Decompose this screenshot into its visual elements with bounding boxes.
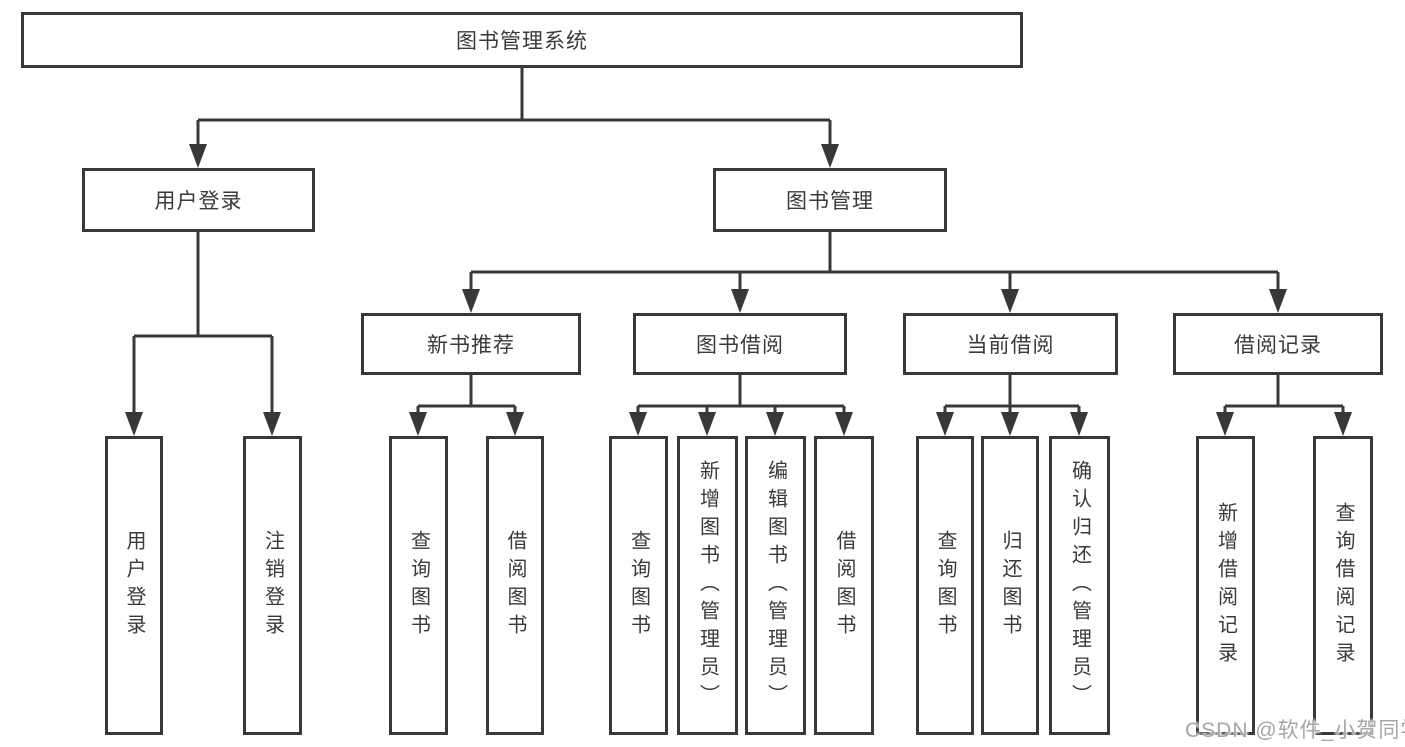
node-label: 查询图书 (407, 529, 430, 642)
node-book-management-system: 图书管理系统 (21, 12, 1023, 68)
node-label: 注销登录 (261, 529, 284, 642)
leaf-cb-query-books: 查询图书 (916, 436, 974, 735)
node-current-borrow: 当前借阅 (903, 313, 1118, 375)
csdn-watermark: CSDN @软件_小贺同学 (1185, 719, 1405, 742)
leaf-logout: 注销登录 (243, 436, 302, 735)
node-label: 借阅图书 (833, 529, 855, 642)
node-label: 用户登录 (123, 529, 145, 642)
leaf-bb-edit-books-admin: 编辑图书（管理员） (745, 436, 806, 735)
leaf-cb-return-books: 归还图书 (981, 436, 1039, 735)
node-label: 新增借阅记录 (1214, 501, 1237, 670)
leaf-cb-confirm-return-admin: 确认归还（管理员） (1049, 436, 1110, 735)
leaf-nbr-borrow-books: 借阅图书 (486, 436, 544, 735)
node-label: 新增图书（管理员） (696, 459, 719, 712)
leaf-bb-query-books: 查询图书 (609, 436, 668, 735)
node-label: 图书管理 (786, 190, 874, 213)
node-label: 确认归还（管理员） (1068, 459, 1091, 712)
node-label: 图书管理系统 (456, 30, 588, 53)
node-label: 新书推荐 (427, 334, 515, 357)
node-label: 图书借阅 (696, 334, 784, 357)
node-user-login: 用户登录 (82, 168, 315, 232)
node-label: 借阅记录 (1234, 334, 1322, 357)
node-label: 用户登录 (154, 190, 243, 213)
node-label: 查询借阅记录 (1332, 501, 1354, 670)
node-label: 查询图书 (934, 529, 956, 642)
node-new-book-recommend: 新书推荐 (361, 313, 581, 375)
node-borrow-records: 借阅记录 (1173, 313, 1383, 375)
leaf-nbr-query-books: 查询图书 (389, 436, 448, 735)
leaf-br-query-record: 查询借阅记录 (1313, 436, 1373, 735)
leaf-br-add-record: 新增借阅记录 (1196, 436, 1255, 735)
leaf-bb-borrow-books: 借阅图书 (814, 436, 874, 735)
node-label: 当前借阅 (966, 334, 1055, 357)
node-book-borrow: 图书借阅 (633, 313, 847, 375)
node-label: 借阅图书 (504, 529, 526, 642)
node-label: 编辑图书（管理员） (764, 459, 787, 712)
leaf-bb-add-books-admin: 新增图书（管理员） (677, 436, 738, 735)
node-book-management: 图书管理 (713, 168, 947, 232)
node-label: 查询图书 (627, 529, 650, 642)
node-label: 归还图书 (999, 529, 1021, 642)
leaf-user-login: 用户登录 (105, 436, 163, 735)
